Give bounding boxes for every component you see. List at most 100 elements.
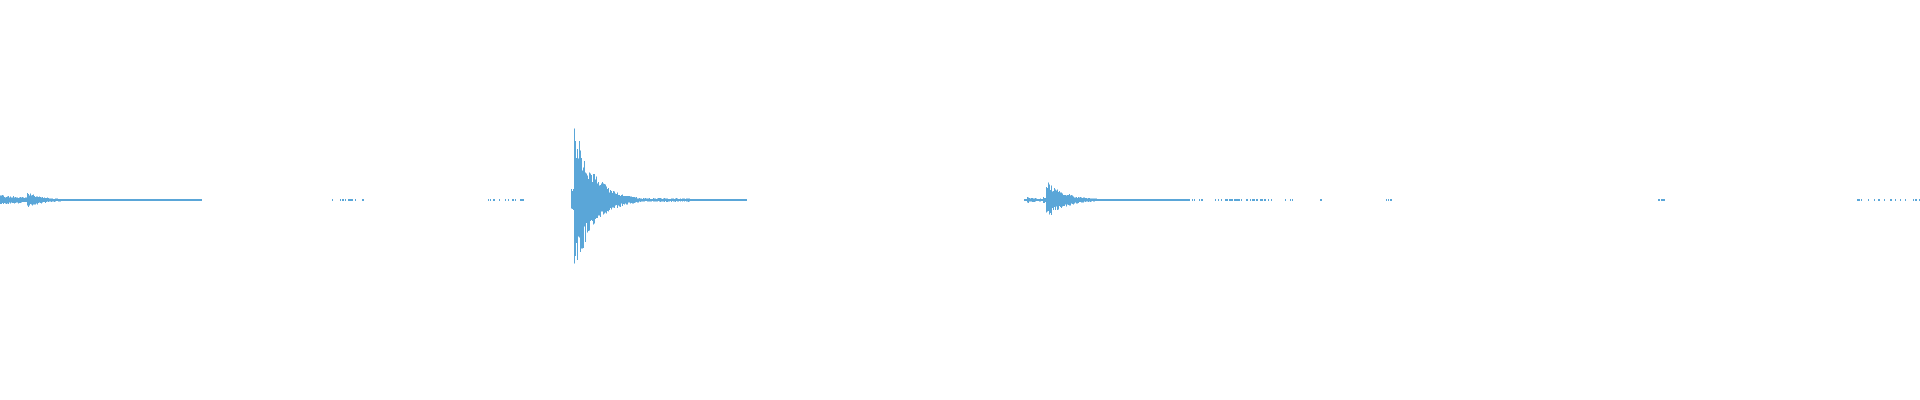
waveform-sample — [743, 199, 744, 201]
waveform-sample — [679, 198, 680, 202]
waveform-sample — [1238, 199, 1239, 201]
waveform-sample — [599, 185, 600, 216]
waveform-sample — [1150, 199, 1151, 201]
waveform-sample — [733, 199, 734, 201]
waveform-sample — [1236, 199, 1237, 201]
waveform-sample — [1253, 199, 1254, 201]
waveform-sample — [621, 195, 622, 204]
waveform-sample — [15, 197, 16, 204]
waveform-sample — [42, 196, 43, 203]
waveform-sample — [1157, 199, 1158, 201]
waveform-sample — [71, 199, 72, 201]
waveform-sample — [1166, 199, 1167, 201]
waveform-sample — [724, 199, 725, 201]
waveform-sample — [27, 192, 28, 206]
waveform-sample — [1178, 199, 1179, 201]
waveform-sample — [1143, 199, 1144, 201]
waveform-sample — [1174, 199, 1175, 201]
waveform-sample — [1123, 199, 1124, 201]
waveform-sample — [523, 199, 524, 201]
waveform-sample — [186, 199, 187, 201]
waveform-sample — [124, 199, 125, 201]
waveform-sample — [1388, 199, 1389, 201]
waveform-sample — [607, 189, 608, 212]
waveform-sample — [148, 199, 149, 201]
waveform-sample — [594, 173, 595, 224]
waveform-sample — [693, 199, 694, 201]
waveform-sample — [182, 199, 183, 201]
waveform-sample — [349, 199, 350, 201]
waveform-sample — [44, 197, 45, 202]
waveform-sample — [47, 197, 48, 202]
waveform-sample — [658, 198, 659, 202]
waveform-sample — [1171, 199, 1172, 201]
waveform-sample — [1116, 199, 1117, 201]
waveform-sample — [1142, 199, 1143, 201]
waveform-sample — [1215, 199, 1216, 201]
waveform-sample — [595, 179, 596, 220]
waveform-sample — [593, 174, 594, 225]
waveform-sample — [670, 198, 671, 202]
waveform-sample — [650, 198, 651, 202]
waveform-sample — [609, 192, 610, 210]
waveform-sample — [122, 199, 123, 201]
waveform-sample — [663, 198, 664, 202]
waveform-sample — [193, 199, 194, 201]
waveform-sample — [54, 198, 55, 202]
waveform-sample — [123, 199, 124, 201]
waveform-sample — [714, 199, 715, 201]
waveform-sample — [1858, 199, 1859, 201]
waveform-sample — [98, 199, 99, 201]
waveform-sample — [1034, 198, 1035, 202]
waveform-sample — [1152, 199, 1153, 201]
waveform-sample — [1177, 199, 1178, 201]
waveform-sample — [159, 199, 160, 201]
waveform-sample — [41, 197, 42, 204]
waveform-sample — [608, 188, 609, 212]
waveform-sample — [702, 199, 703, 201]
waveform-sample — [1187, 199, 1188, 201]
waveform-sample — [1164, 199, 1165, 201]
waveform-sample — [136, 199, 137, 201]
waveform-sample — [72, 199, 73, 201]
waveform-sample — [651, 198, 652, 202]
waveform-sample — [1099, 198, 1100, 201]
waveform-sample — [636, 197, 637, 203]
waveform-sample — [717, 199, 718, 201]
waveform-sample — [67, 199, 68, 201]
waveform-sample — [69, 199, 70, 201]
waveform-sample — [616, 194, 617, 205]
waveform-sample — [176, 199, 177, 201]
waveform-sample — [1043, 197, 1044, 203]
waveform-sample — [617, 192, 618, 209]
waveform-sample — [657, 198, 658, 202]
waveform-sample — [1, 195, 2, 205]
waveform-sample — [676, 198, 677, 202]
waveform-sample — [574, 128, 575, 264]
waveform-sample — [1128, 199, 1129, 201]
waveform-sample — [745, 199, 746, 201]
waveform-sample — [1112, 199, 1113, 201]
waveform-sample — [172, 199, 173, 201]
waveform-sample — [118, 199, 119, 201]
waveform-sample — [1077, 197, 1078, 204]
waveform-sample — [1131, 199, 1132, 201]
waveform-sample — [1079, 197, 1080, 203]
waveform-sample — [698, 199, 699, 201]
waveform-sample — [9, 197, 10, 203]
waveform-sample — [1049, 184, 1050, 215]
waveform-sample — [589, 172, 590, 231]
waveform-sample — [340, 199, 341, 201]
waveform-sample — [1237, 199, 1238, 201]
waveform-sample — [720, 199, 721, 201]
waveform-sample — [705, 199, 706, 201]
waveform-sample — [521, 199, 522, 201]
waveform-sample — [592, 182, 593, 222]
waveform-sample — [1057, 189, 1058, 211]
waveform-sample — [641, 198, 642, 202]
waveform-sample — [1241, 199, 1242, 201]
waveform-sample — [746, 199, 747, 201]
waveform-sample — [631, 196, 632, 203]
waveform-sample — [1879, 199, 1880, 201]
